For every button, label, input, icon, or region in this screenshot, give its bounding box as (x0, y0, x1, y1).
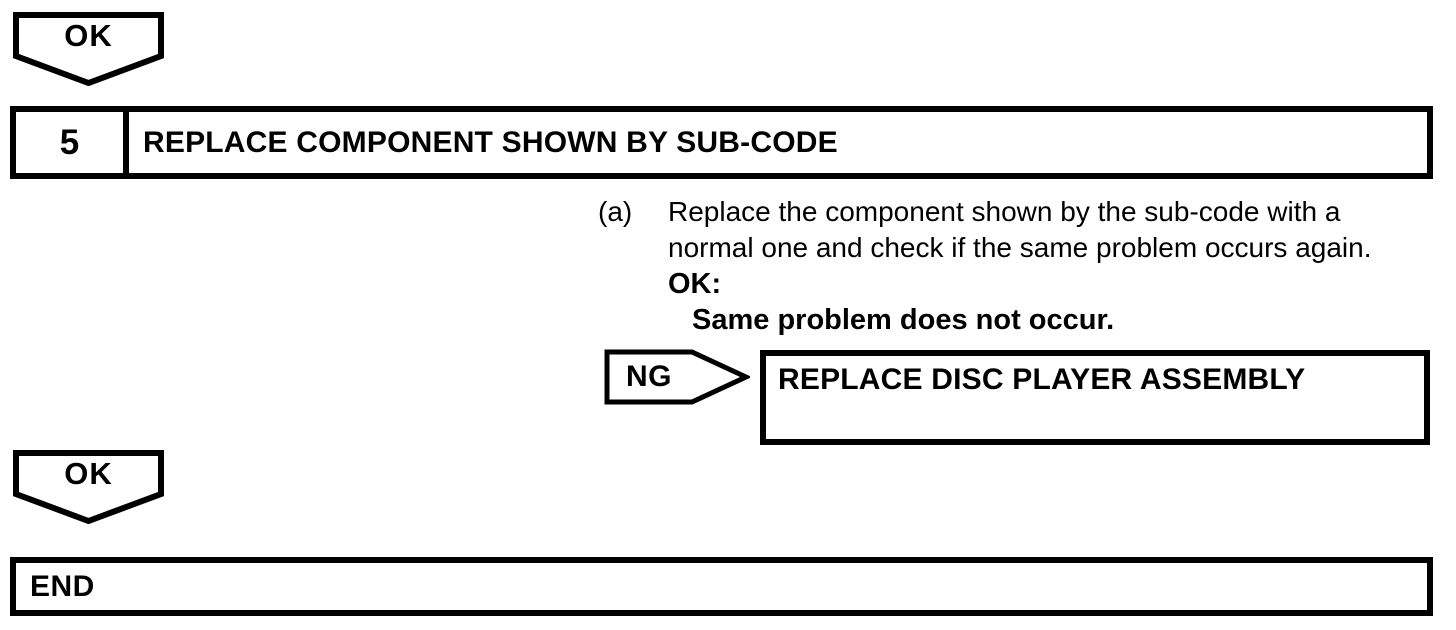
step-number: 5 (16, 112, 129, 173)
ng-action-box: REPLACE DISC PLAYER ASSEMBLY (760, 350, 1430, 445)
ok-condition-label: OK: (668, 268, 722, 300)
step-header-box: 5 REPLACE COMPONENT SHOWN BY SUB-CODE (10, 106, 1433, 179)
instruction-line-1: Replace the component shown by the sub-c… (668, 196, 1341, 227)
ok-pentagon-down-shape (13, 12, 164, 86)
instruction-marker: (a) (598, 196, 633, 227)
ok-connector-bottom-label: OK (64, 456, 113, 491)
ok-pentagon-down-shape (13, 450, 164, 524)
ok-condition-text: Same problem does not occur. (692, 304, 1115, 336)
end-box: END (10, 557, 1433, 616)
ng-pentagon-right-shape (604, 349, 750, 405)
ok-connector-top-label: OK (64, 18, 113, 53)
ok-connector-top: OK (13, 12, 164, 86)
ok-connector-bottom: OK (13, 450, 164, 524)
ng-branch-connector: NG (604, 349, 750, 405)
instruction-line-2: normal one and check if the same problem… (668, 232, 1372, 263)
step-title: REPLACE COMPONENT SHOWN BY SUB-CODE (143, 125, 838, 159)
instruction-block: Replace the component shown by the sub-c… (668, 194, 1408, 338)
ng-branch-label: NG (626, 360, 672, 393)
